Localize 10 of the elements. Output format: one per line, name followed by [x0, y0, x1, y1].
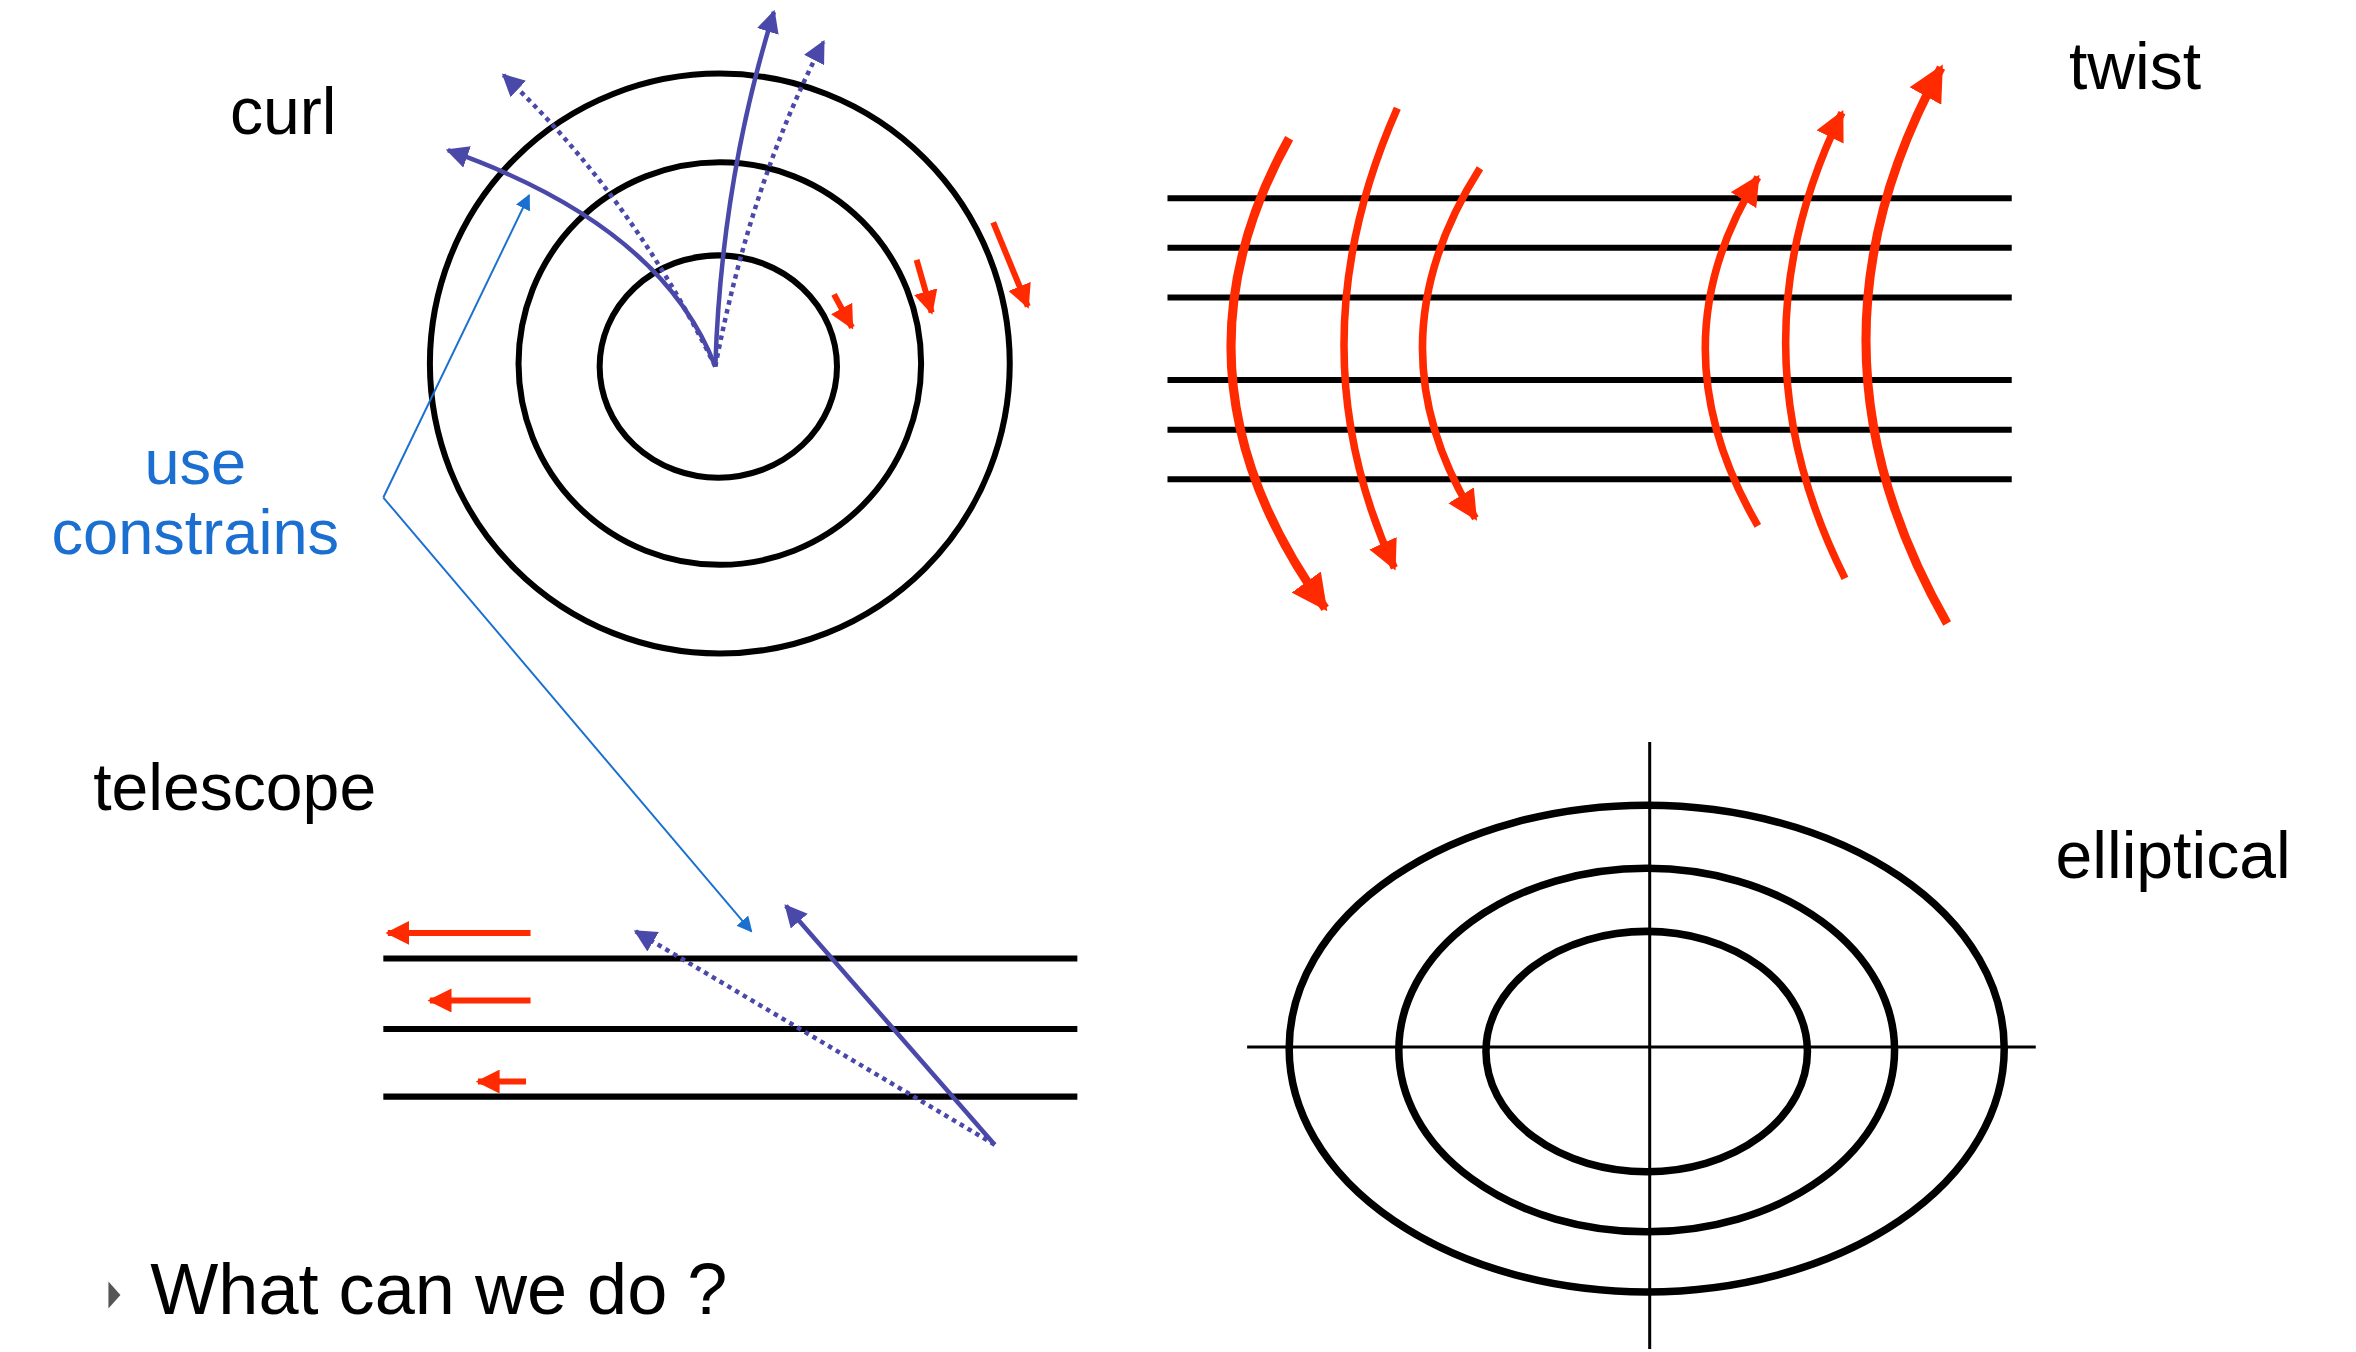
heading: elliptical [2055, 818, 2291, 892]
heading: curl [229, 75, 337, 148]
callout-text: use constrains [15, 428, 376, 568]
arrow [445, 146, 718, 368]
leader-line [382, 496, 753, 933]
heading: twist [2069, 30, 2202, 103]
arrow [784, 904, 997, 1147]
heading: telescope [93, 751, 377, 824]
leader-line [382, 193, 530, 499]
bullet-text: What can we do ? [150, 1250, 728, 1330]
